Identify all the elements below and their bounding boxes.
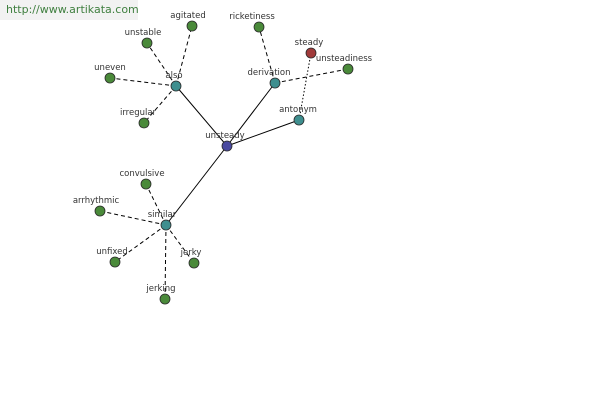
node-unstable[interactable]	[141, 37, 153, 49]
node-label-jerking[interactable]: jerking	[145, 284, 175, 294]
node-label-agitated[interactable]: agitated	[170, 11, 205, 21]
node-label-unfixed[interactable]: unfixed	[96, 247, 128, 257]
node-label-unstable[interactable]: unstable	[125, 28, 162, 38]
node-jerking[interactable]	[159, 293, 171, 305]
node-unsteady[interactable]	[221, 140, 233, 152]
edges-layer	[99, 25, 349, 300]
edge-unsteady-derivation	[226, 82, 276, 147]
node-ricketiness[interactable]	[253, 21, 265, 33]
labels-layer: unsteady also derivation antonym similar agit…	[73, 11, 373, 294]
node-label-steady[interactable]: steady	[295, 38, 324, 48]
node-convulsive[interactable]	[140, 178, 152, 190]
node-agitated[interactable]	[186, 20, 198, 32]
edge-also-unstable	[146, 42, 177, 87]
node-also[interactable]	[170, 80, 182, 92]
node-label-derivation[interactable]: derivation	[247, 68, 290, 78]
edge-similar-convulsive	[145, 183, 167, 226]
edge-also-irregular	[143, 85, 177, 124]
node-derivation[interactable]	[269, 77, 281, 89]
edge-also-agitated	[175, 25, 193, 87]
node-unfixed[interactable]	[109, 256, 121, 268]
node-label-also[interactable]: also	[165, 71, 182, 81]
node-label-unsteadiness[interactable]: unsteadiness	[316, 54, 373, 64]
edge-derivation-unsteadiness	[274, 68, 349, 84]
edge-similar-jerky	[165, 224, 195, 264]
node-antonym[interactable]	[293, 114, 305, 126]
edge-derivation-ricketiness	[258, 26, 276, 84]
node-unsteadiness[interactable]	[342, 63, 354, 75]
edge-unsteady-similar	[165, 145, 228, 226]
edge-similar-jerking	[164, 224, 167, 300]
edge-unsteady-also	[175, 85, 228, 147]
node-uneven[interactable]	[104, 72, 116, 84]
edge-unsteady-antonym	[226, 119, 300, 147]
edge-similar-unfixed	[114, 224, 167, 263]
node-label-similar[interactable]: similar	[148, 210, 177, 220]
node-similar[interactable]	[160, 219, 172, 231]
node-steady[interactable]	[305, 47, 317, 59]
node-label-ricketiness[interactable]: ricketiness	[229, 12, 275, 22]
node-label-convulsive[interactable]: convulsive	[119, 169, 164, 179]
node-irregular[interactable]	[138, 117, 150, 129]
watermark-url: http://www.artikata.com	[0, 0, 139, 20]
nodes-layer	[94, 20, 354, 305]
edge-similar-arrhythmic	[99, 210, 167, 226]
node-label-uneven[interactable]: uneven	[94, 63, 126, 73]
edge-antonym-steady	[298, 52, 312, 121]
node-label-antonym[interactable]: antonym	[279, 105, 317, 115]
node-label-unsteady[interactable]: unsteady	[205, 131, 244, 141]
node-arrhythmic[interactable]	[94, 205, 106, 217]
node-label-arrhythmic[interactable]: arrhythmic	[73, 196, 120, 206]
node-label-jerky[interactable]: jerky	[180, 248, 202, 258]
node-label-irregular[interactable]: irregular	[120, 108, 157, 118]
node-jerky[interactable]	[188, 257, 200, 269]
